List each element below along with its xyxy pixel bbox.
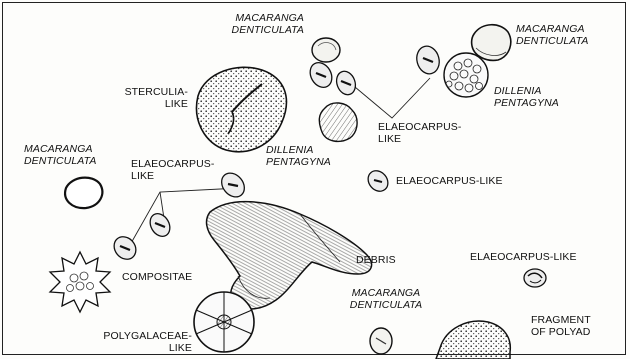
label-polyad-fragment: FRAGMENT OF POLYAD [531,314,621,338]
label-elaeocarpus-right: ELAEOCARPUS-LIKE [470,251,610,263]
label-macaranga-top-center: MACARANGA DENTICULATA [188,12,304,36]
macaranga-grain-bottom [370,328,392,354]
elaeocarpus-grain-topright [414,44,442,77]
elaeocarpus-grain-right [524,269,546,287]
compositae-grain [50,252,110,312]
dillenia-grain-center [319,103,357,141]
dillenia-grain-right [444,53,488,97]
label-elaeocarpus-center: ELAEOCARPUS- LIKE [378,121,488,145]
polygalaceae-grain [194,292,254,352]
label-dillenia-center: DILLENIA PENTAGYNA [266,144,366,168]
macaranga-grain-left [65,178,102,208]
label-debris: DEBRIS [356,254,416,266]
label-elaeocarpus-left: ELAEOCARPUS- LIKE [131,158,241,182]
label-polygalaceae: POLYGALACEAE- LIKE [82,330,192,354]
label-elaeocarpus-mid: ELAEOCARPUS-LIKE [396,175,536,187]
macaranga-grain-topright [472,25,511,61]
label-macaranga-left: MACARANGA DENTICULATA [24,143,124,167]
label-sterculia: STERCULIA- LIKE [98,86,188,110]
elaeocarpus-grain-mid [364,167,392,195]
macaranga-grain-top [312,38,340,62]
elaeocarpus-grains-center [306,59,359,98]
label-compositae: COMPOSITAE [122,271,212,283]
sterculia-grain [197,67,287,151]
polyad-fragment [436,321,510,359]
label-macaranga-bottom: MACARANGA DENTICULATA [336,287,436,311]
label-macaranga-top-right: MACARANGA DENTICULATA [516,23,616,47]
label-dillenia-right: DILLENIA PENTAGYNA [494,85,594,109]
